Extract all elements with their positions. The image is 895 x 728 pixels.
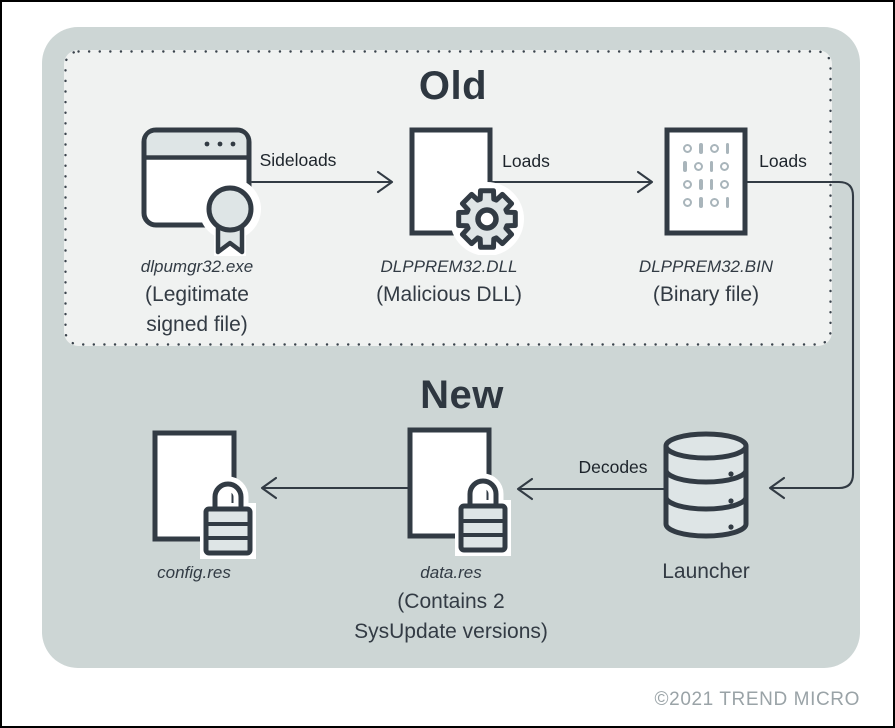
decodes-arrow [516,477,668,501]
binary-file-icon [664,127,748,236]
gear-icon [450,182,524,255]
binary-one-glyph [709,161,714,172]
loads-arrow-2 [744,180,855,500]
titlebar-dots [204,141,236,147]
node1-caption: (Legitimate signed file) [145,283,249,336]
launcher-label: Launcher [662,560,750,583]
binary-zero-glyph [682,144,692,153]
binary-one-glyph [725,197,730,208]
malicious-dll-file-icon [409,127,524,255]
binary-one-glyph [698,143,703,154]
loads-arrow-1 [489,170,654,194]
config-res-file-icon [152,430,256,559]
database-icon [663,431,749,539]
data-res-file-icon [407,427,511,556]
sideloads-arrow [250,170,394,194]
node2-caption: (Malicious DLL) [376,283,522,306]
binary-digits [670,143,742,208]
lock-icon [200,476,256,559]
certificate-seal-icon [199,178,261,256]
binary-zero-glyph [709,198,719,207]
node1-filename: dlpumgr32.exe [140,257,254,276]
signed-app-window-icon [141,127,261,256]
data-res-filename: data.res [420,563,482,582]
node3-caption: (Binary file) [652,283,760,306]
data-res-caption: (Contains 2 SysUpdate versions) [354,590,548,643]
binary-one-glyph [682,161,687,172]
lock-icon [455,473,511,556]
binary-one-glyph [709,179,714,190]
binary-one-glyph [698,179,703,190]
config-res-filename: config.res [157,563,231,582]
node2-filename: DLPPREM32.DLL [380,257,518,276]
binary-zero-glyph [709,144,719,153]
binary-zero-glyph [682,180,692,189]
loads-label-1: Loads [502,151,550,171]
decodes-label: Decodes [578,457,648,477]
window-titlebar [146,132,247,155]
new-title: New [420,373,504,417]
binary-zero-glyph [720,162,730,171]
binary-zero-glyph [693,162,703,171]
data-to-config-arrow [260,476,412,500]
binary-zero-glyph [720,180,730,189]
binary-zero-glyph [682,198,692,207]
sideloads-label: Sideloads [259,150,337,170]
binary-one-glyph [698,197,703,208]
database-dots [728,471,734,530]
copyright-text: ©2021 TREND MICRO [654,689,860,710]
binary-one-glyph [725,143,730,154]
old-title: Old [418,64,488,108]
dotted-border [64,50,832,346]
node3-filename: DLPPREM32.BIN [638,257,774,276]
loads-label-2: Loads [759,151,807,171]
